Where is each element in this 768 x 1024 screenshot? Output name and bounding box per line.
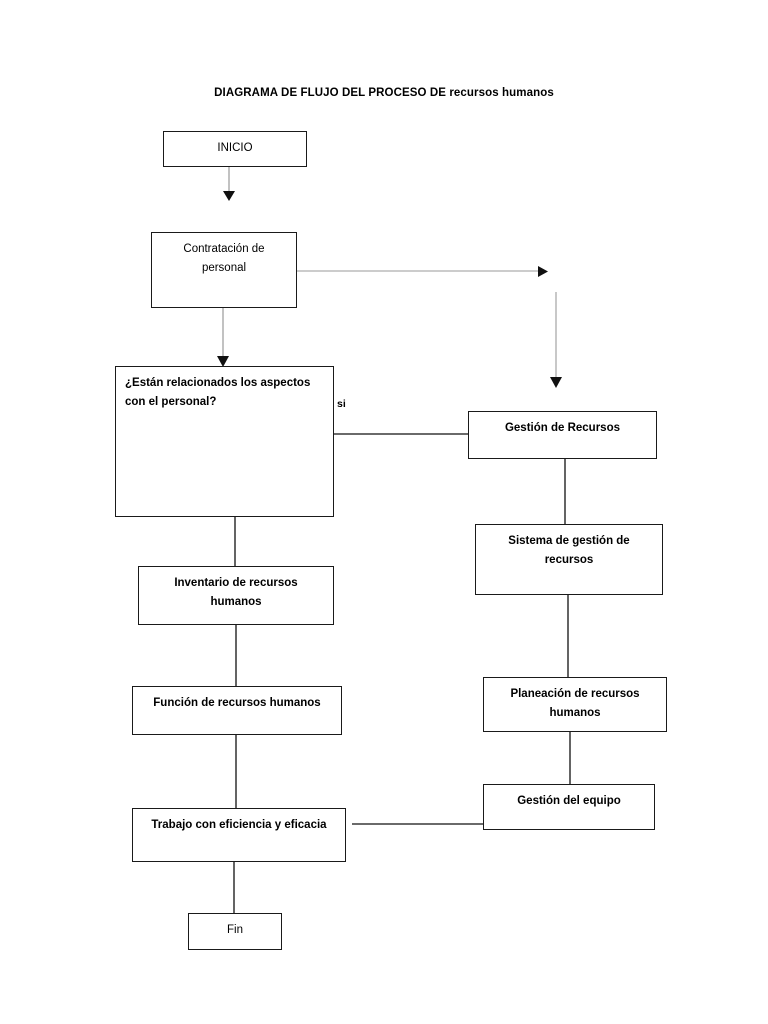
node-contratacion-de-personal[interactable]: Contratación de personal — [151, 232, 297, 308]
node-trabajo-con-eficiencia-y-eficacia-label: Trabajo con eficiencia y eficacia — [151, 819, 327, 831]
node-gestion-del-equipo-label: Gestión del equipo — [517, 795, 621, 807]
node-planeacion-de-recursos-humanos[interactable]: Planeación de recursos humanos — [483, 677, 667, 732]
edge-label-si: si — [337, 398, 346, 410]
node-sistema-de-gestion-de-recursos[interactable]: Sistema de gestión de recursos — [475, 524, 663, 595]
node-fin[interactable]: Fin — [188, 913, 282, 950]
node-gestion-de-recursos-label: Gestión de Recursos — [504, 422, 621, 434]
page-title: DIAGRAMA DE FLUJO DEL PROCESO DE recurso… — [214, 87, 554, 99]
node-trabajo-con-eficiencia-y-eficacia[interactable]: Trabajo con eficiencia y eficacia — [132, 808, 346, 862]
node-inicio[interactable]: INICIO — [163, 131, 307, 167]
node-gestion-del-equipo[interactable]: Gestión del equipo — [483, 784, 655, 830]
node-inventario-de-recursos-humanos[interactable]: Inventario de recursos humanos — [138, 566, 334, 625]
node-sistema-de-gestion-de-recursos-label: Sistema de gestión de recursos — [508, 535, 630, 566]
connector-inicio-to-contratacion — [223, 167, 235, 201]
node-funcion-de-recursos-humanos-label: Función de recursos humanos — [153, 697, 321, 709]
node-gestion-de-recursos[interactable]: Gestión de Recursos — [468, 411, 657, 459]
node-fin-label: Fin — [227, 924, 243, 936]
connector-contratacion-to-decision — [217, 308, 229, 367]
connector-contratacion-branch-right — [297, 266, 562, 388]
node-decision-aspectos-personal-label: ¿Están relacionados los aspectos con el … — [125, 377, 311, 408]
node-decision-aspectos-personal[interactable]: ¿Están relacionados los aspectos con el … — [115, 366, 334, 517]
node-inicio-label: INICIO — [217, 142, 253, 154]
node-planeacion-de-recursos-humanos-label: Planeación de recursos humanos — [510, 688, 640, 719]
node-contratacion-de-personal-label: Contratación de personal — [183, 243, 265, 274]
node-funcion-de-recursos-humanos[interactable]: Función de recursos humanos — [132, 686, 342, 735]
node-inventario-de-recursos-humanos-label: Inventario de recursos humanos — [174, 577, 298, 608]
